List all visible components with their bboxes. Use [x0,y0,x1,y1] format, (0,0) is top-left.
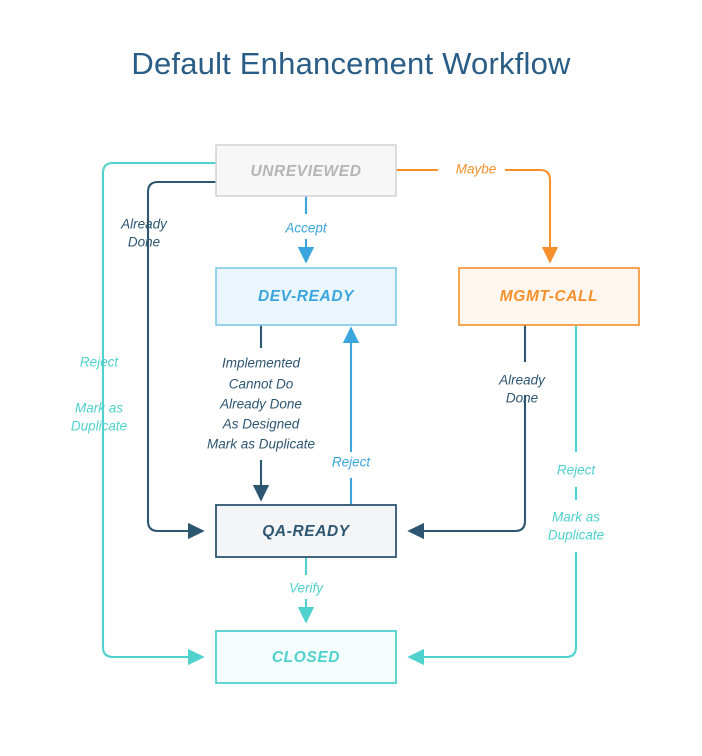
edge-label-reject-qa-dev: Reject [332,455,372,470]
node-unreviewed[interactable]: UNREVIEWED [215,144,397,197]
edge-dev-ready-to-qa-ready: Implemented Cannot Do Already Done As De… [207,325,315,502]
edge-label-done-mgmt-qa: Done [506,391,538,406]
edge-qa-ready-to-closed: Verify [289,557,324,624]
edge-unreviewed-to-mgmt-call: Maybe [396,162,559,264]
edge-label-mark-as-duplicate: Mark as Duplicate [207,437,315,452]
node-label-mgmt-call: MGMT-CALL [500,288,598,305]
page-title: Default Enhancement Workflow [131,46,571,81]
edge-label-verify: Verify [289,581,324,596]
edge-label-already-done: Already Done [219,397,302,412]
edge-label-mark-as-unreviewed-closed: Mark as [75,401,123,416]
edge-label-reject-mgmt-closed: Reject [557,463,597,478]
edge-qa-ready-to-dev-ready: Reject [332,326,372,505]
edge-mgmt-call-to-closed: Reject Mark as Duplicate [407,325,604,666]
edge-unreviewed-to-closed: Reject Mark as Duplicate [71,161,216,666]
edge-label-accept: Accept [284,221,328,236]
edge-label-as-designed: As Designed [222,417,300,432]
node-mgmt-call[interactable]: MGMT-CALL [458,267,640,326]
edge-label-mark-as-mgmt-closed: Mark as [552,510,600,525]
edge-label-maybe: Maybe [456,162,497,177]
edge-label-reject-unreviewed-closed: Reject [80,355,120,370]
edge-label-already-unreviewed-qa: Already [120,217,168,232]
node-label-unreviewed: UNREVIEWED [250,163,361,180]
node-closed[interactable]: CLOSED [215,630,397,684]
node-label-qa-ready: QA-READY [262,523,351,540]
node-dev-ready[interactable]: DEV-READY [215,267,397,326]
edge-label-implemented: Implemented [222,356,301,371]
edge-unreviewed-to-dev-ready: Accept [284,196,328,264]
node-label-closed: CLOSED [272,649,340,666]
edge-label-cannot-do: Cannot Do [229,377,294,392]
node-qa-ready[interactable]: QA-READY [215,504,397,558]
edge-label-done-unreviewed-qa: Done [128,235,160,250]
edge-label-duplicate-unreviewed-closed: Duplicate [71,419,127,434]
edge-unreviewed-to-qa-ready: Already Done [120,180,216,540]
edge-label-duplicate-mgmt-closed: Duplicate [548,528,604,543]
edge-mgmt-call-to-qa-ready: Already Done [407,325,546,540]
node-label-dev-ready: DEV-READY [258,288,355,305]
edge-label-already-mgmt-qa: Already [498,373,546,388]
